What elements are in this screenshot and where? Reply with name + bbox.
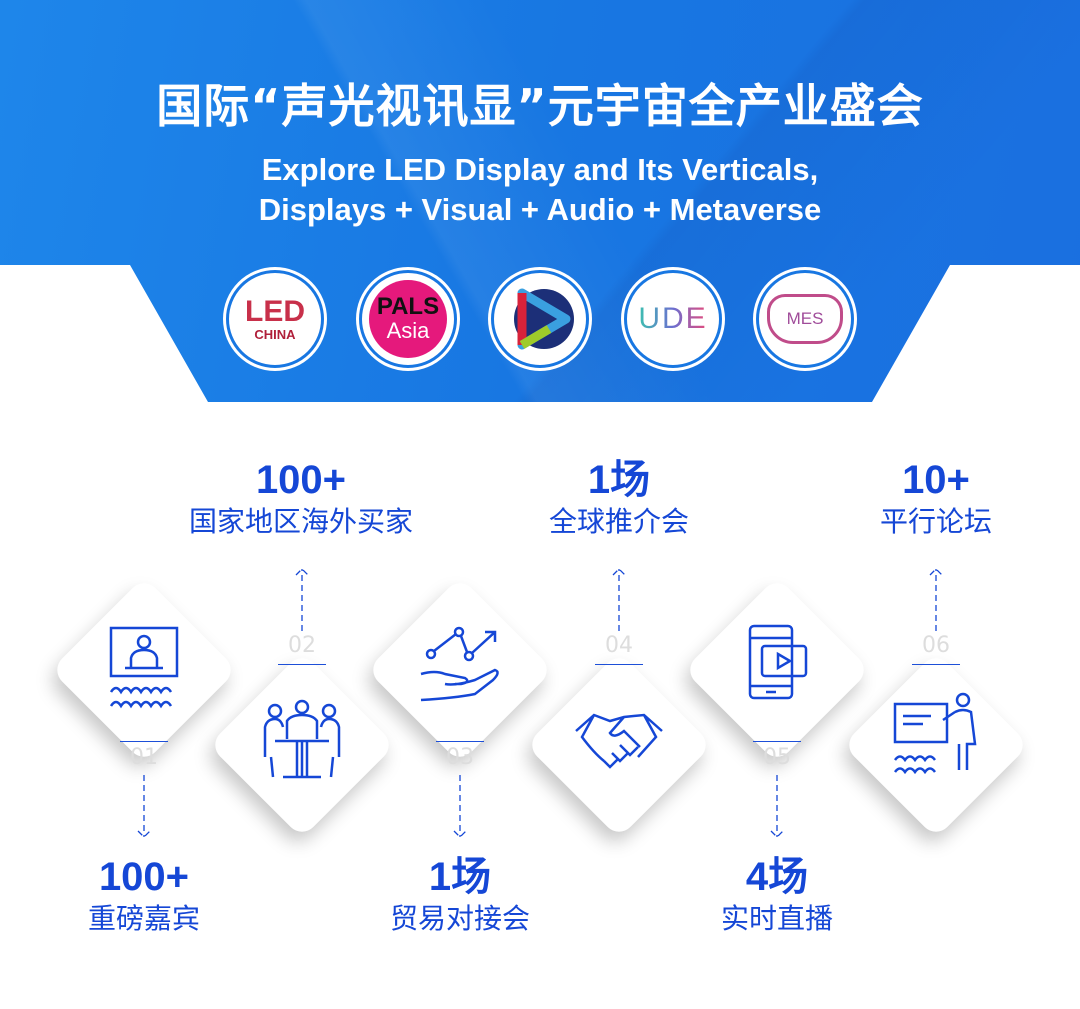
- pals-asia-logo: PALS Asia: [359, 270, 457, 368]
- page-title: 国际“声光视讯显”元宇宙全产业盛会: [156, 79, 924, 133]
- arrow-up-icon: [929, 568, 943, 631]
- handshake-icon: [575, 713, 663, 769]
- stat-parallel-forums: 10+平行论坛: [879, 458, 992, 538]
- led-china-logo: LED CHINA: [226, 270, 324, 368]
- divider-03: [436, 741, 484, 742]
- stat-global-promotion: 1场全球推介会: [548, 458, 689, 538]
- step-number-06: 06: [922, 633, 950, 658]
- play-logo: [491, 270, 589, 368]
- lecture-audience-icon: [893, 692, 977, 775]
- ude-logo: UDE: [624, 270, 722, 368]
- mobile-play-icon: [748, 624, 808, 700]
- step-number-03: 03: [446, 745, 474, 770]
- divider-06: [912, 664, 960, 665]
- header-banner: [0, 0, 1080, 402]
- arrow-down-icon: [770, 775, 784, 838]
- step-number-02: 02: [288, 633, 316, 658]
- step-number-01: 01: [130, 745, 158, 770]
- divider-05: [753, 741, 801, 742]
- divider-02: [278, 664, 326, 665]
- divider-01: [120, 741, 168, 742]
- subtitle-line-2: Displays + Visual + Audio + Metaverse: [258, 192, 822, 227]
- arrow-up-icon: [295, 568, 309, 631]
- mes-logo: MES: [756, 270, 854, 368]
- stat-live-streams: 4场实时直播: [720, 855, 833, 935]
- stat-overseas-buyers: 100+国家地区海外买家: [188, 458, 413, 538]
- step-number-05: 05: [763, 745, 791, 770]
- meeting-table-icon: [263, 699, 341, 779]
- stat-guests: 100+重磅嘉宾: [87, 855, 200, 935]
- arrow-down-icon: [137, 775, 151, 838]
- growth-hand-icon: [420, 626, 499, 702]
- divider-04: [595, 664, 643, 665]
- subtitle-line-1: Explore LED Display and Its Verticals,: [261, 152, 819, 187]
- arrow-down-icon: [453, 775, 467, 838]
- arrow-up-icon: [612, 568, 626, 631]
- stat-trade-matching: 1场贸易对接会: [389, 855, 530, 935]
- step-number-04: 04: [605, 633, 633, 658]
- presentation-audience-icon: [109, 626, 179, 709]
